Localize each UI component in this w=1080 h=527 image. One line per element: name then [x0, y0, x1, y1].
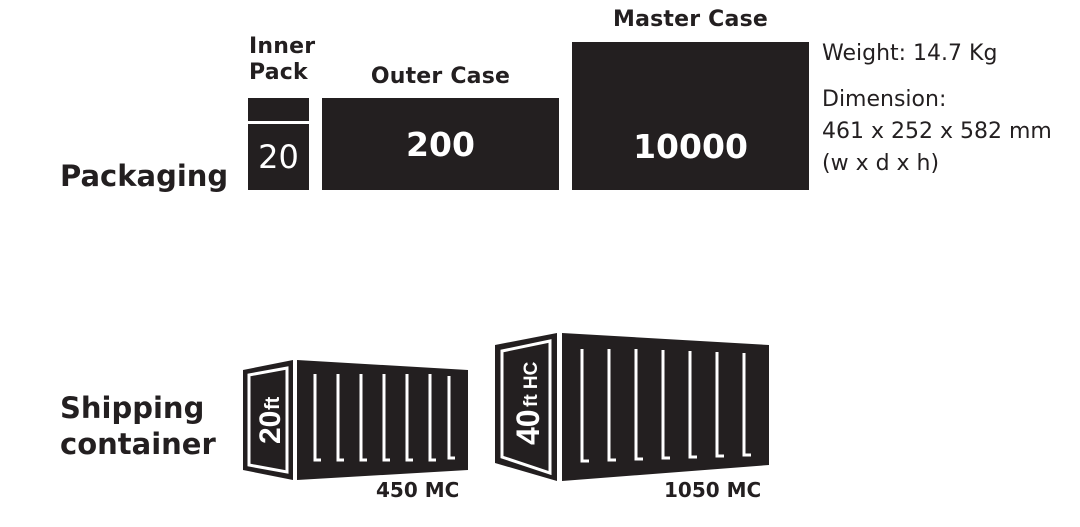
packaging-label: Packaging [60, 159, 229, 193]
container-40-unit-text: ft HC [521, 361, 542, 407]
inner-pack-box-top [248, 98, 309, 121]
container-40-size-text: 40 [510, 409, 546, 445]
shipping-container-20ft-icon: 20 ft [243, 360, 468, 480]
container-20-unit-text: ft [262, 396, 284, 410]
dimension-label: Dimension: [822, 87, 947, 112]
container-20-capacity: 450 MC [376, 478, 460, 502]
master-case-title: Master Case [613, 7, 768, 32]
master-case-value: 10000 [633, 126, 748, 166]
shipping-container-label: Shipping container [60, 390, 216, 462]
inner-pack-title: Inner Pack [249, 34, 315, 86]
inner-pack-box: 20 [248, 124, 309, 190]
inner-pack-title-line2: Pack [249, 60, 308, 85]
shipping-label-line1: Shipping [60, 391, 205, 425]
inner-pack-value: 20 [258, 138, 299, 176]
dimension-value: 461 x 252 x 582 mm [822, 119, 1052, 144]
inner-pack-title-line1: Inner [249, 34, 316, 59]
outer-case-title: Outer Case [370, 64, 511, 89]
shipping-label-line2: container [60, 427, 216, 461]
outer-case-box: 200 [322, 98, 559, 190]
master-case-box: 10000 [572, 42, 809, 190]
dimension-axes: (w x d x h) [822, 151, 940, 176]
shipping-container-40ft-hc-icon: 40 ft HC [495, 333, 769, 481]
outer-case-value: 200 [406, 124, 475, 164]
container-20-size-text: 20 [254, 411, 287, 444]
weight-text: Weight: 14.7 Kg [822, 41, 998, 66]
container-40-capacity: 1050 MC [664, 478, 762, 502]
master-case-details: Weight: 14.7 Kg Dimension: 461 x 252 x 5… [822, 38, 1052, 180]
